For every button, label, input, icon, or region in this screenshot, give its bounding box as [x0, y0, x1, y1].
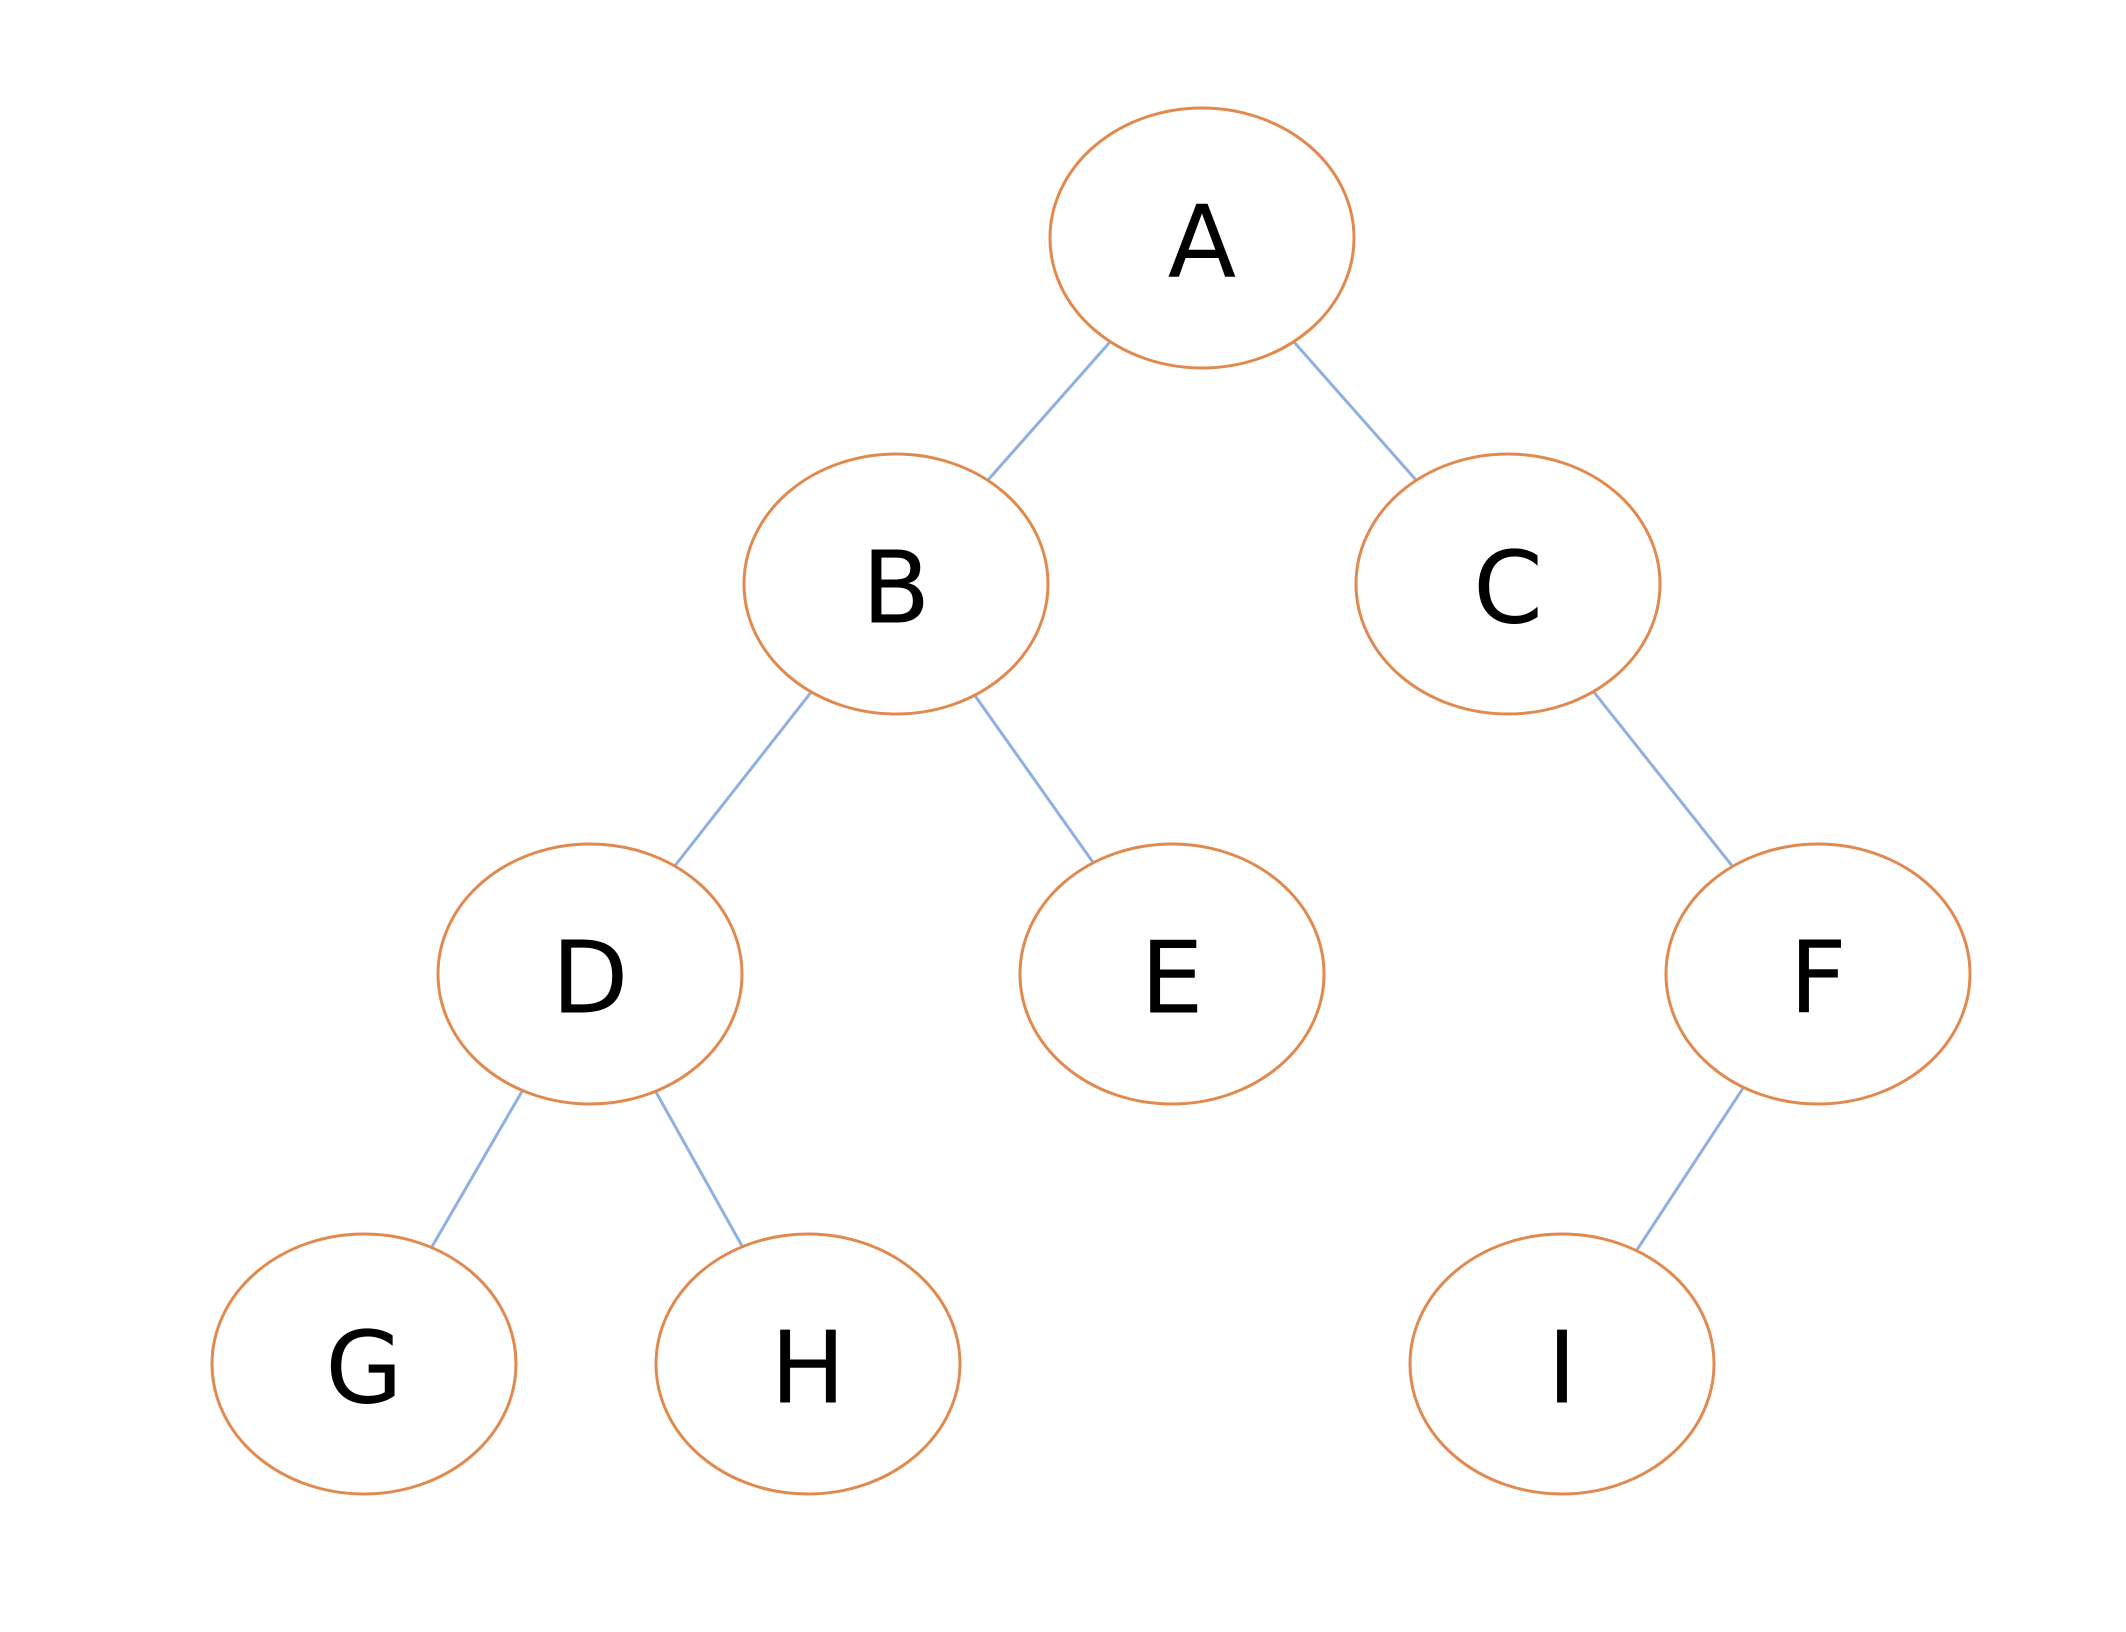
node-ellipse — [1018, 842, 1326, 1106]
edge-b-e — [973, 694, 1095, 864]
nodes-layer: A B C D E F G H I — [210, 106, 1972, 1496]
tree-node-a: A — [1048, 106, 1356, 370]
node-ellipse — [1664, 842, 1972, 1106]
node-ellipse — [210, 1232, 518, 1496]
edges-layer — [430, 340, 1745, 1252]
node-ellipse — [742, 452, 1050, 716]
node-ellipse — [1048, 106, 1356, 370]
edge-d-h — [654, 1090, 744, 1248]
node-label: G — [325, 1310, 403, 1427]
tree-node-e: E — [1018, 842, 1326, 1106]
node-label: C — [1473, 530, 1543, 647]
tree-node-g: G — [210, 1232, 518, 1496]
tree-node-d: D — [436, 842, 744, 1106]
node-label: H — [770, 1310, 845, 1427]
edge-a-c — [1292, 340, 1418, 482]
node-ellipse — [436, 842, 744, 1106]
node-label: F — [1789, 920, 1847, 1037]
node-label: A — [1168, 184, 1236, 301]
node-label: D — [551, 920, 628, 1037]
node-label: I — [1547, 1310, 1577, 1427]
node-ellipse — [1354, 452, 1662, 716]
node-ellipse — [654, 1232, 962, 1496]
edge-b-d — [673, 691, 813, 867]
node-ellipse — [1408, 1232, 1716, 1496]
node-label: B — [862, 530, 931, 647]
edge-a-b — [986, 340, 1112, 482]
tree-node-b: B — [742, 452, 1050, 716]
edge-d-g — [430, 1089, 524, 1249]
tree-node-c: C — [1354, 452, 1662, 716]
node-label: E — [1140, 920, 1203, 1037]
tree-node-f: F — [1664, 842, 1972, 1106]
edge-f-i — [1635, 1086, 1745, 1252]
tree-node-i: I — [1408, 1232, 1716, 1496]
tree-node-h: H — [654, 1232, 962, 1496]
edge-c-f — [1592, 690, 1734, 868]
